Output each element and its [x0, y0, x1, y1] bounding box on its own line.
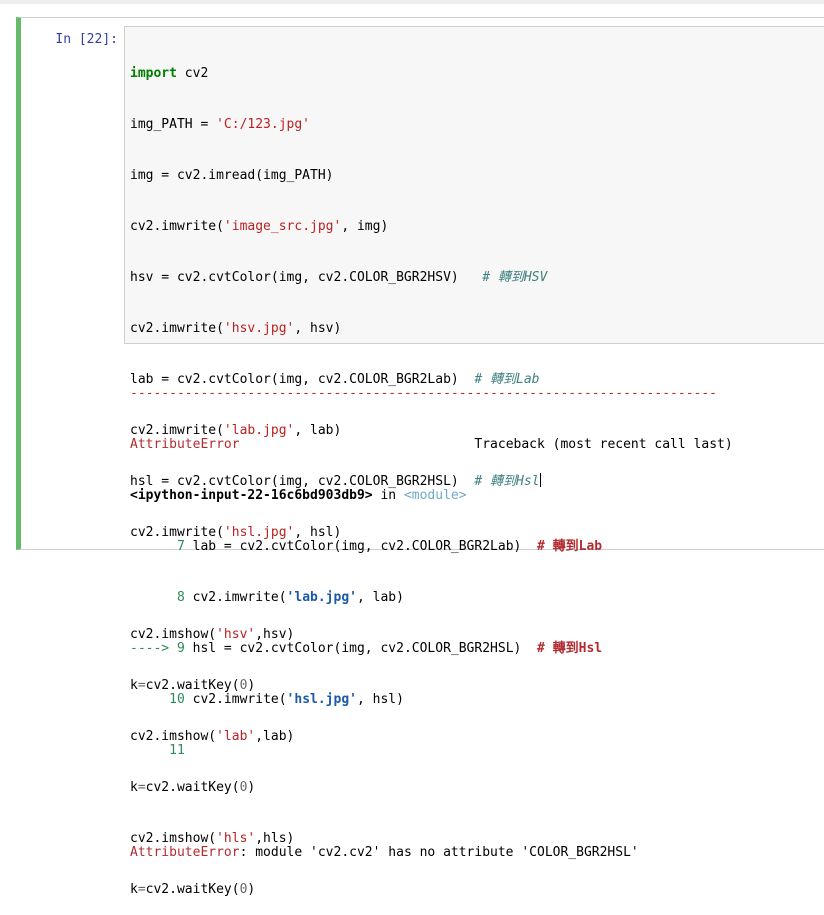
- traceback-header: AttributeError Traceback (most recent ca…: [130, 436, 733, 453]
- code-comment: # 轉到Hsl: [537, 641, 603, 656]
- input-prompt: In [22]:: [55, 32, 118, 47]
- string-literal: 'hsl.jpg': [286, 692, 357, 707]
- code-text: cv2.imwrite(: [192, 692, 287, 707]
- code-text: cv2.imwrite(: [192, 590, 287, 605]
- module-name: <module>: [403, 488, 467, 503]
- keyword-import: import: [130, 66, 177, 81]
- final-error: AttributeError: module 'cv2.cv2' has no …: [130, 844, 733, 861]
- code-line-6: cv2.imwrite('hsv.jpg', hsv): [130, 320, 547, 337]
- string-literal: 'hsv.jpg': [223, 321, 295, 336]
- notebook-cell[interactable]: [16, 17, 824, 550]
- code-text: ): [247, 882, 256, 897]
- cell-output: ----------------------------------------…: [130, 351, 733, 878]
- traceback-line-11: 11: [130, 742, 733, 759]
- code-text: cv2.waitKey(: [145, 882, 240, 897]
- string-literal: 'C:/123.jpg': [216, 117, 311, 132]
- code-text: , hsl): [357, 692, 404, 707]
- line-number: 8: [130, 590, 193, 605]
- traceback-line-10: 10 cv2.imwrite('hsl.jpg', hsl): [130, 691, 733, 708]
- code-line-9: hsl = cv2.cvtColor(img, cv2.COLOR_BGR2HS…: [130, 473, 547, 490]
- traceback-line-7: 7 lab = cv2.cvtColor(img, cv2.COLOR_BGR2…: [130, 538, 733, 555]
- code-text: , lab): [294, 423, 342, 438]
- string-literal: 'lab.jpg': [223, 423, 295, 438]
- header-gap: [240, 437, 475, 452]
- line-number: 7: [130, 539, 193, 554]
- code-text: cv2.imwrite(: [130, 423, 224, 438]
- code-comment: # 轉到HSV: [482, 270, 548, 285]
- code-text: , hsv): [294, 321, 342, 336]
- in-word: in: [372, 488, 404, 503]
- line-number: 10: [130, 692, 193, 707]
- code-text: hsl = cv2.cvtColor(img, cv2.COLOR_BGR2HS…: [192, 641, 537, 656]
- code-line-10: cv2.imwrite('hsl.jpg', hsl): [130, 524, 547, 541]
- error-arrow: ----> 9: [130, 641, 193, 656]
- code-line-17: k=cv2.waitKey(0): [130, 881, 547, 898]
- code-comment: # 轉到Hsl: [474, 474, 540, 489]
- traceback-separator: ----------------------------------------…: [130, 386, 717, 401]
- code-text: cv2.imwrite(: [130, 525, 224, 540]
- input-location: <ipython-input-22-16c6bd903db9>: [130, 488, 373, 503]
- code-line-2: img_PATH = 'C:/123.jpg': [130, 116, 547, 133]
- code-text: img_PATH =: [130, 117, 217, 132]
- top-bar: [0, 0, 824, 4]
- error-name: AttributeError: [130, 845, 240, 860]
- string-literal: 'lab.jpg': [286, 590, 357, 605]
- traceback-line-8: 8 cv2.imwrite('lab.jpg', lab): [130, 589, 733, 606]
- code-text: cv2: [176, 66, 209, 81]
- code-line-5: hsv = cv2.cvtColor(img, cv2.COLOR_BGR2HS…: [130, 269, 547, 286]
- text-cursor: [539, 473, 541, 487]
- code-text: hsv = cv2.cvtColor(img, cv2.COLOR_BGR2HS…: [130, 270, 483, 285]
- code-line-8: cv2.imwrite('lab.jpg', lab): [130, 422, 547, 439]
- string-literal: 'hsl.jpg': [223, 525, 295, 540]
- code-line-3: img = cv2.imread(img_PATH): [130, 167, 547, 184]
- code-text: , img): [341, 219, 389, 234]
- traceback-location: <ipython-input-22-16c6bd903db9> in <modu…: [130, 487, 733, 504]
- code-comment: # 轉到Lab: [537, 539, 603, 554]
- code-text: hsl = cv2.cvtColor(img, cv2.COLOR_BGR2HS…: [130, 474, 475, 489]
- string-literal: 'image_src.jpg': [223, 219, 342, 234]
- code-text: cv2.imwrite(: [130, 219, 224, 234]
- error-name: AttributeError: [130, 437, 240, 452]
- code-text: k: [130, 882, 138, 897]
- number-literal: 0: [239, 882, 248, 897]
- line-number: 11: [130, 743, 193, 758]
- traceback-line-9: ----> 9 hsl = cv2.cvtColor(img, cv2.COLO…: [130, 640, 733, 657]
- code-text: , hsl): [294, 525, 342, 540]
- code-text: cv2.imwrite(: [130, 321, 224, 336]
- code-text: , lab): [357, 590, 404, 605]
- code-line-1: import cv2: [130, 65, 547, 82]
- error-message: : module 'cv2.cv2' has no attribute 'COL…: [239, 845, 639, 860]
- code-editor[interactable]: [124, 26, 824, 344]
- blank-line: [130, 793, 733, 810]
- code-comment: # 轉到Lab: [474, 372, 540, 387]
- code-text: lab = cv2.cvtColor(img, cv2.COLOR_BGR2La…: [130, 372, 475, 387]
- code-text: lab = cv2.cvtColor(img, cv2.COLOR_BGR2La…: [192, 539, 537, 554]
- code-line-7: lab = cv2.cvtColor(img, cv2.COLOR_BGR2La…: [130, 371, 547, 388]
- code-text: img = cv2.imread(img_PATH): [130, 168, 334, 183]
- operator: =: [137, 882, 146, 897]
- code-line-4: cv2.imwrite('image_src.jpg', img): [130, 218, 547, 235]
- traceback-title: Traceback (most recent call last): [474, 437, 733, 452]
